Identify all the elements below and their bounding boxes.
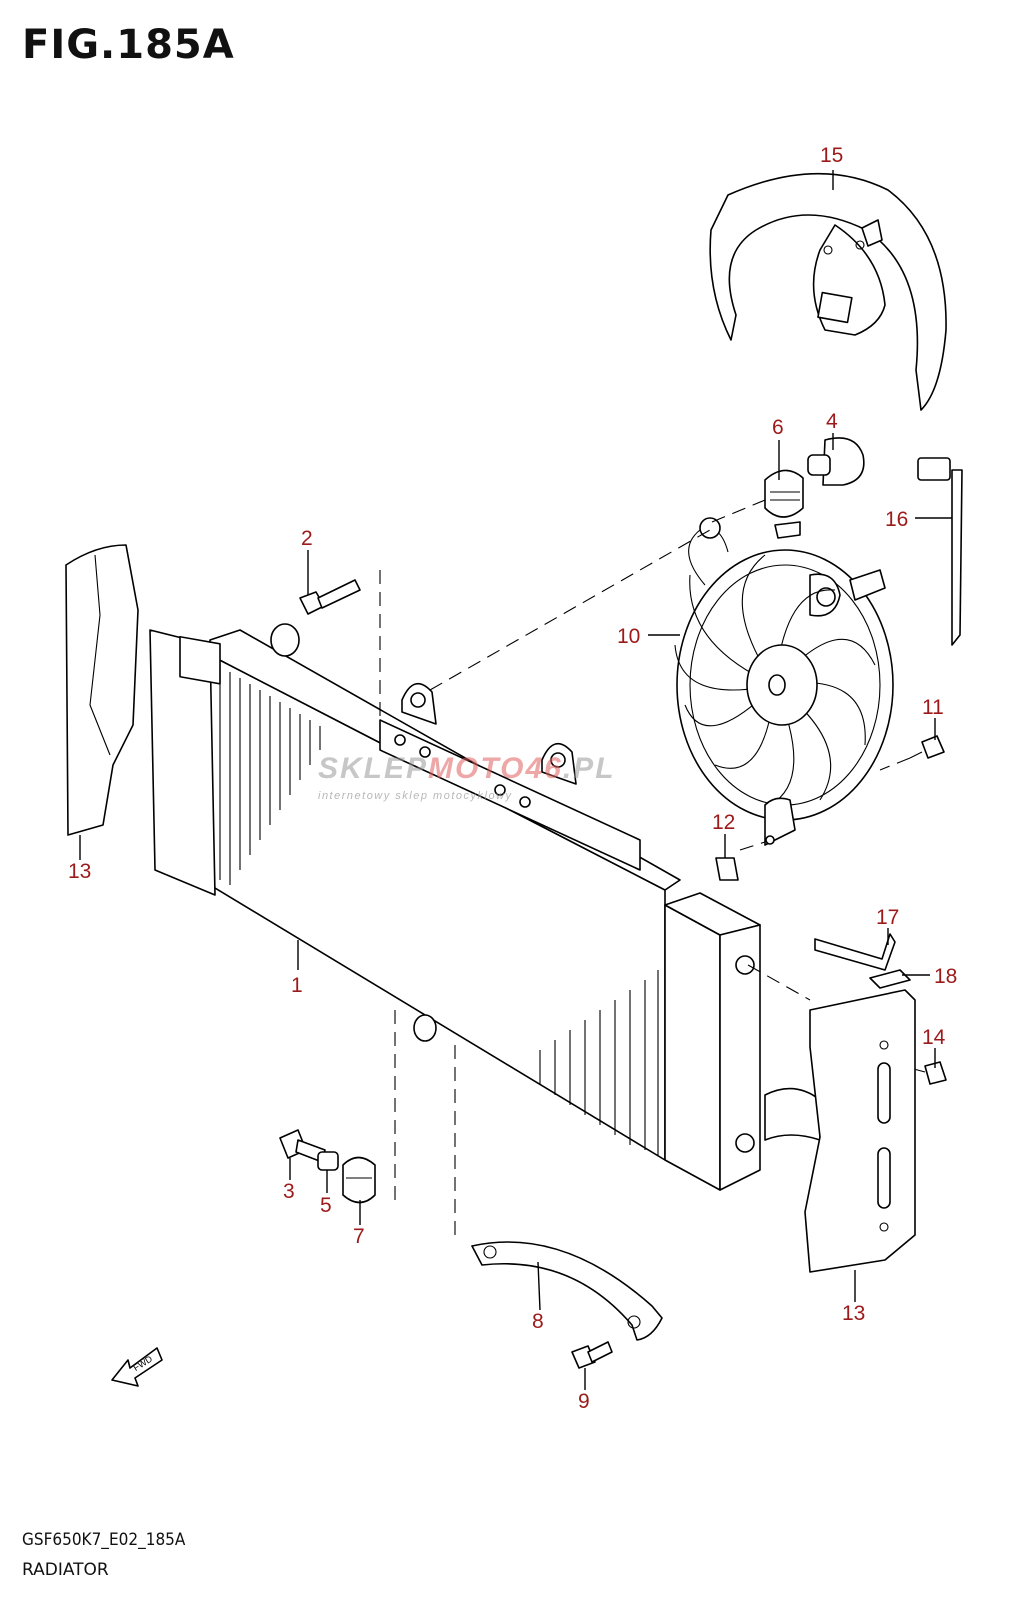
fin-texture-right: [539, 970, 659, 1155]
callout-3: 3: [283, 1180, 295, 1203]
bolt-part-11: [909, 735, 945, 759]
callout-5: 5: [320, 1194, 332, 1217]
damper-part-4: [807, 437, 865, 486]
watermark-left: SKLEP: [318, 752, 429, 785]
callout-8: 8: [532, 1310, 544, 1333]
callout-14: 14: [922, 1026, 946, 1049]
callout-leaders: [79, 170, 952, 1390]
callout-2: 2: [301, 527, 313, 550]
callout-9: 9: [578, 1390, 590, 1413]
cooling-fan: [674, 517, 894, 846]
figure-title: FIG.185A: [22, 22, 235, 68]
callout-1: 1: [291, 974, 303, 997]
fan-shroud: [709, 172, 947, 411]
forward-arrow: FWD: [111, 1347, 163, 1387]
callout-18: 18: [934, 965, 957, 988]
callout-4: 4: [826, 410, 838, 433]
seal-part-17: [814, 933, 896, 971]
callout-7: 7: [353, 1225, 365, 1248]
watermark-logo: SKLEPMOTO46.PL: [318, 752, 616, 786]
watermark-accent: MOTO46: [428, 752, 563, 785]
callout-11: 11: [922, 696, 944, 719]
callout-labels: 1 2 3 4 5 6 7 8 9 10 11 12 13 13 14 15 1…: [68, 144, 957, 1413]
pad-part-18: [869, 969, 911, 989]
bolt-part-9: [571, 1341, 613, 1369]
grommet-part-6: [764, 469, 804, 518]
watermark-right: .PL: [562, 752, 616, 785]
grommet-part-7: [342, 1156, 376, 1204]
callout-17: 17: [876, 906, 899, 929]
callout-13-left: 13: [68, 860, 91, 883]
figure-name: RADIATOR: [22, 1560, 109, 1580]
bolt-part-2: [299, 579, 361, 615]
clip-nut-part-12: [715, 857, 739, 881]
callout-6: 6: [772, 416, 784, 439]
callout-10: 10: [617, 625, 640, 648]
callout-15: 15: [820, 144, 843, 167]
figure-code: GSF650K7_E02_185A: [22, 1530, 186, 1550]
assembly-guides: [379, 497, 911, 1240]
strap-part-16: [917, 457, 963, 646]
watermark-tagline: internetowy sklep motocyklowy: [318, 790, 513, 802]
collar-part-5: [317, 1151, 339, 1171]
side-cover-right: [804, 989, 916, 1273]
callout-16: 16: [885, 508, 908, 531]
fin-texture-left: [219, 665, 321, 885]
lower-bracket-part-8: [471, 1241, 663, 1341]
callout-13-right: 13: [842, 1302, 865, 1325]
side-cover-left: [65, 544, 139, 836]
radiator-core: [149, 623, 821, 1191]
callout-12: 12: [712, 811, 735, 834]
